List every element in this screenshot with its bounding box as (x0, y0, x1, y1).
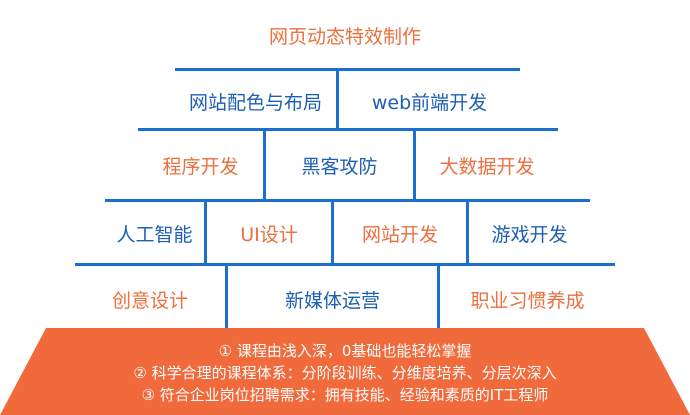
row3-divider-3 (466, 199, 469, 265)
tier-item-game-dev: 游戏开发 (491, 223, 568, 246)
row3-divider-2 (331, 199, 334, 265)
tier-item-new-media: 新媒体运营 (284, 289, 380, 312)
row4-divider-1 (225, 263, 228, 330)
base-trapezoid (0, 328, 690, 415)
tier-item-ai: 人工智能 (116, 223, 193, 246)
row4-top-line (75, 263, 615, 266)
row1-top-line (175, 68, 520, 71)
tier-item-programming: 程序开发 (162, 155, 239, 178)
tier-item-career-habits: 职业习惯养成 (470, 289, 585, 312)
pyramid-title: 网页动态特效制作 (268, 25, 421, 48)
tier-item-hacker-defense: 黑客攻防 (301, 155, 378, 178)
tier-item-ui-design: UI设计 (240, 223, 298, 246)
base-line-2: ② 科学合理的课程体系：分阶段训练、分维度培养、分层次深入 (133, 364, 557, 382)
tier-item-website-dev: 网站开发 (361, 223, 438, 246)
row2-divider-1 (263, 128, 266, 201)
row4-divider-2 (437, 263, 440, 330)
row3-top-line (105, 199, 590, 202)
tier-item-big-data: 大数据开发 (439, 155, 535, 178)
tier-item-creative-design: 创意设计 (111, 289, 188, 312)
tier-item-web-frontend: web前端开发 (371, 91, 488, 114)
base-line-3: ③ 符合企业岗位招聘需求：拥有技能、经验和素质的IT工程师 (141, 386, 549, 404)
row2-divider-2 (413, 128, 416, 201)
row1-divider (336, 68, 339, 130)
row2-top-line (138, 128, 558, 131)
row3-divider-1 (204, 199, 207, 265)
tier-item-web-color-layout: 网站配色与布局 (188, 91, 322, 114)
base-line-1: ① 课程由浅入深，0基础也能轻松掌握 (218, 342, 472, 360)
